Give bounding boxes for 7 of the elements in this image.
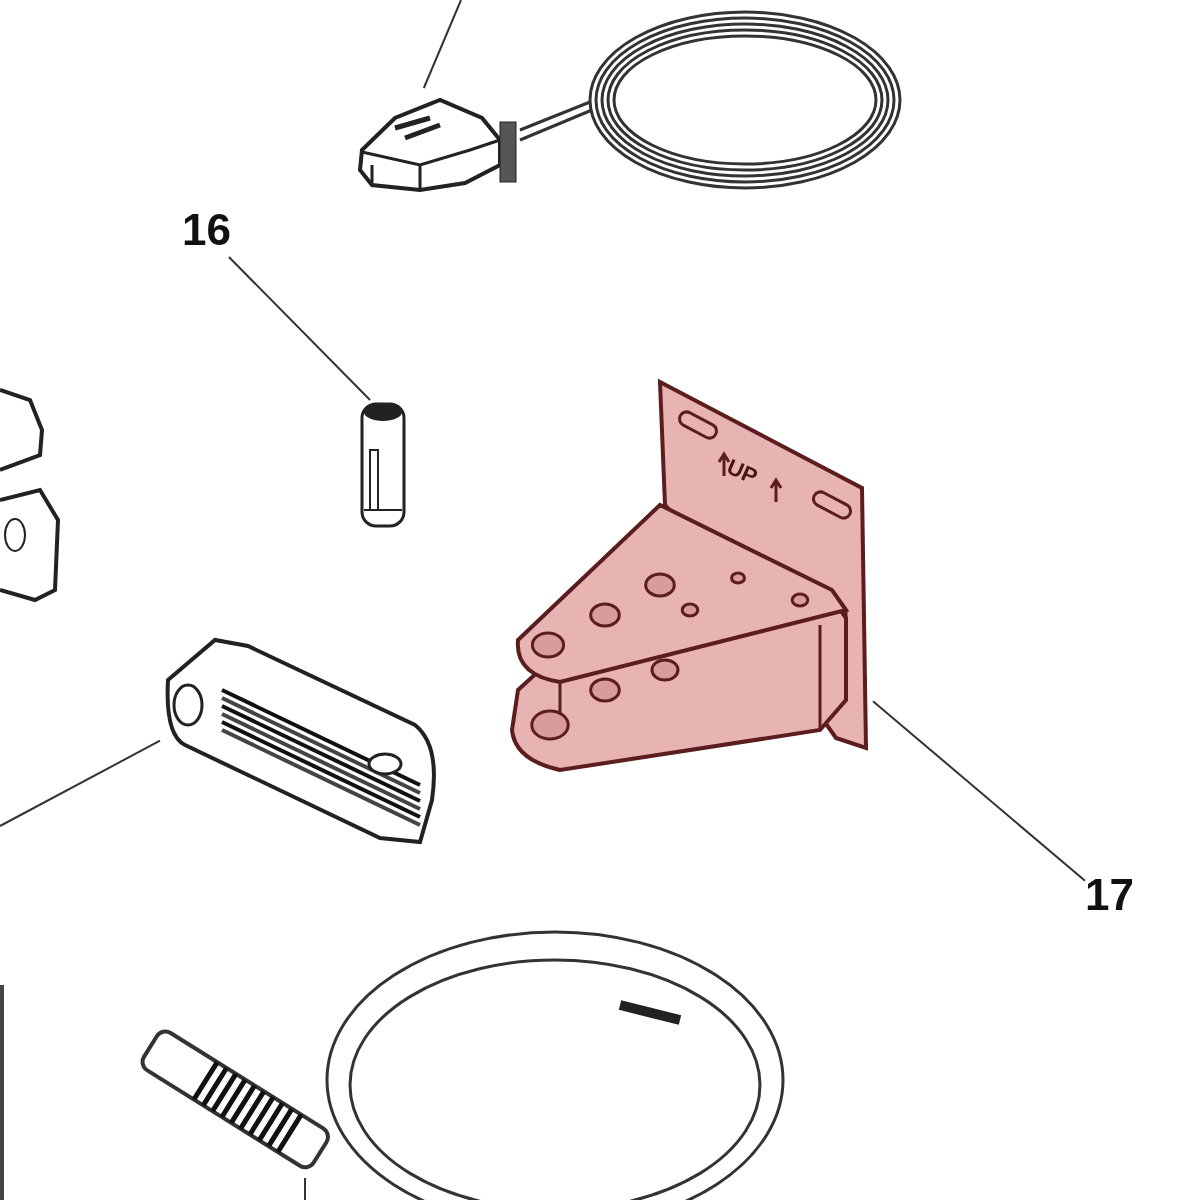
leader-line — [0, 739, 161, 827]
leader-line — [872, 700, 1086, 882]
leader-line — [422, 0, 462, 89]
embossed-text: UP — [723, 455, 761, 490]
leader-line — [227, 256, 372, 401]
callout-number: 16 — [182, 205, 231, 255]
callout-number: 17 — [1085, 870, 1134, 920]
